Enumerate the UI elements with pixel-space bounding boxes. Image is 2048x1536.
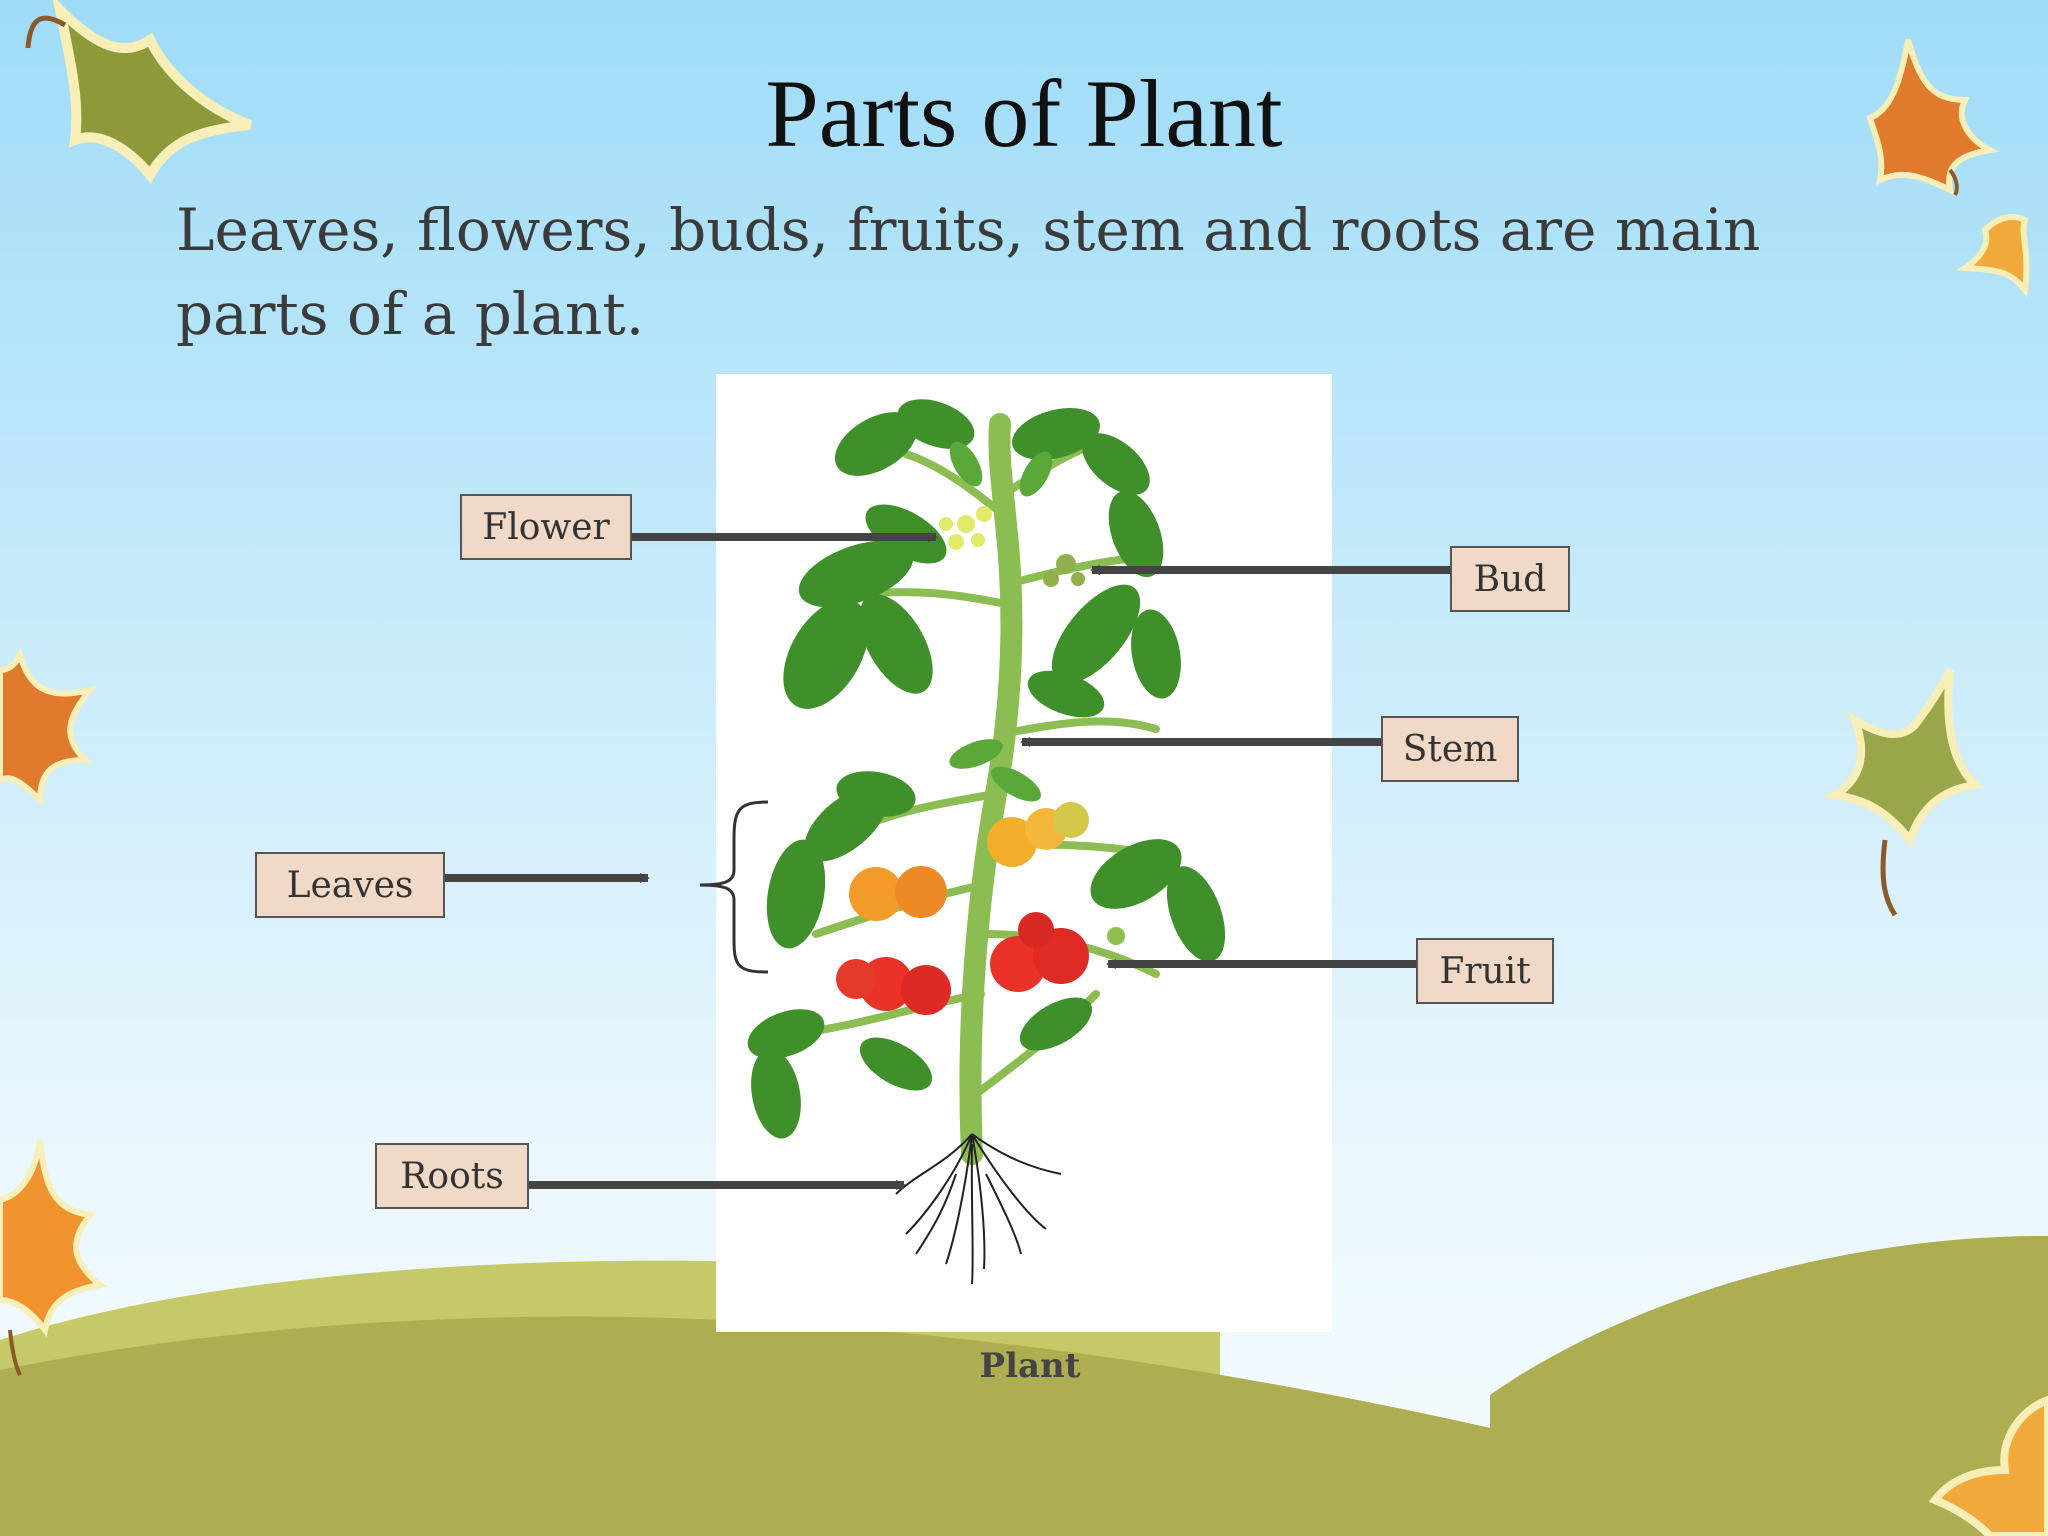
label-bud: Bud — [1450, 546, 1570, 612]
label-roots: Roots — [375, 1143, 529, 1209]
label-fruit: Fruit — [1416, 938, 1554, 1004]
fruits — [836, 802, 1125, 1015]
roots — [895, 1133, 1062, 1285]
label-flower: Flower — [460, 494, 632, 560]
label-stem: Stem — [1381, 716, 1519, 782]
plant-illustration — [716, 374, 1332, 1332]
leaf-left-middle-icon — [0, 646, 98, 808]
leaves — [747, 399, 1226, 1139]
label-leaves: Leaves — [255, 852, 445, 918]
leaf-bottom-left-icon — [0, 1139, 107, 1376]
figure-caption: Plant — [979, 1346, 1081, 1386]
leaf-top-left-icon — [25, 0, 252, 184]
leaves-light — [949, 441, 1053, 802]
buds — [1043, 554, 1085, 587]
leaf-right-middle-icon — [1823, 668, 1984, 917]
page-subtitle: Leaves, flowers, buds, fruits, stem and … — [176, 196, 1761, 348]
leaf-bottom-right-icon — [1928, 1395, 2048, 1536]
hill-right — [1490, 1235, 2048, 1536]
page-title: Parts of Plant — [765, 60, 1283, 167]
leaf-right-small-icon — [1955, 214, 2030, 298]
hill-dark-left — [0, 1316, 1900, 1536]
flowers — [939, 506, 992, 550]
leaf-top-right-icon — [1866, 39, 2000, 197]
